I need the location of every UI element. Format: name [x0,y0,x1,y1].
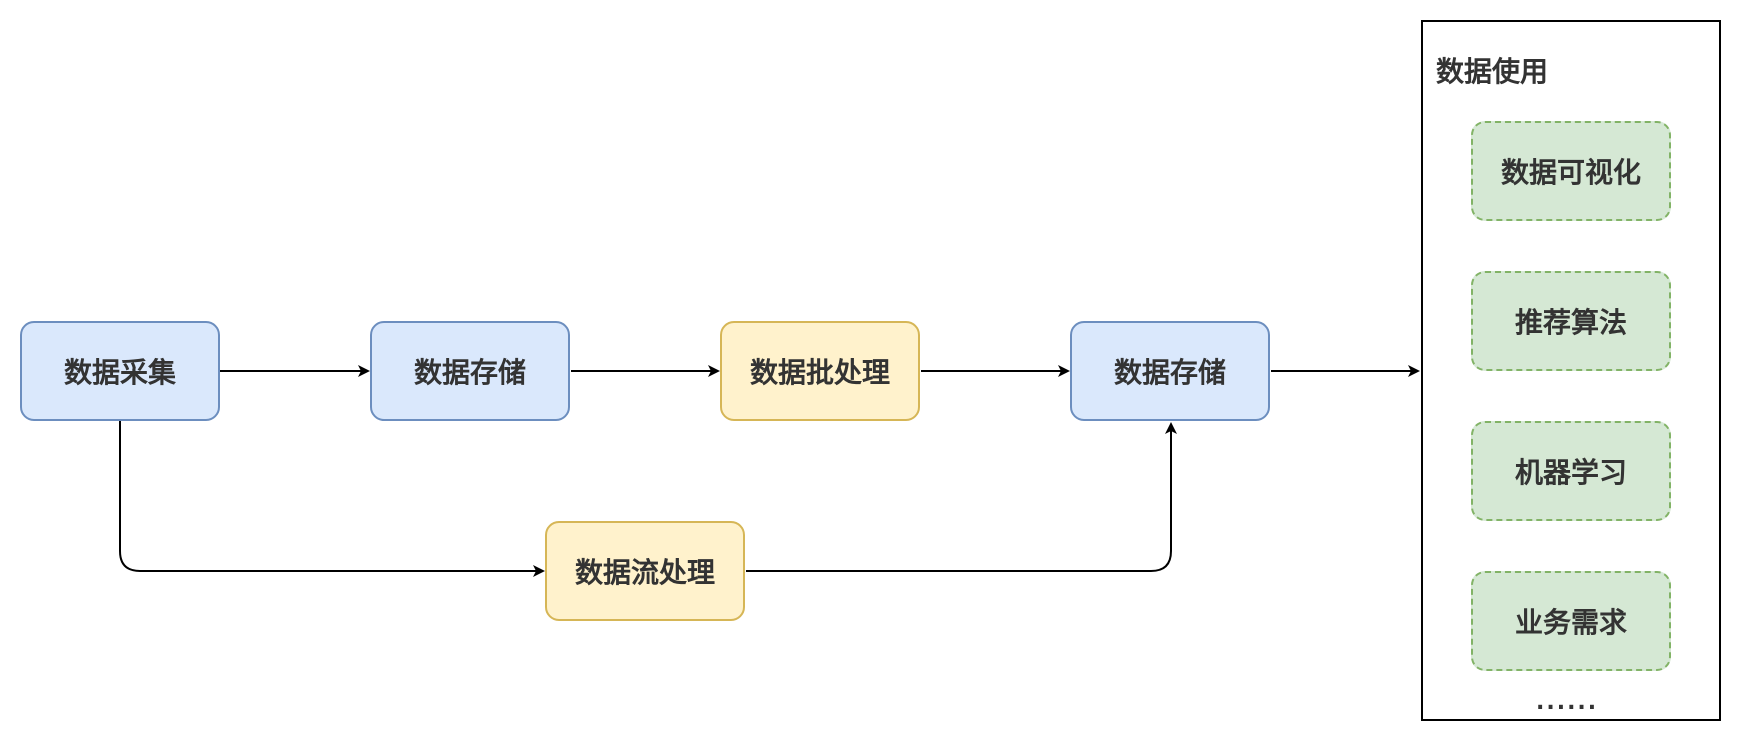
arrow-stream-to-storage [746,422,1177,572]
usage-item-label: 推荐算法 [1514,306,1627,339]
usage-item-machine-learning: 机器学习 [1471,421,1671,521]
node-batch-processing: 数据批处理 [720,321,920,421]
usage-item-business: 业务需求 [1471,571,1671,671]
node-stream-processing-label: 数据流处理 [574,556,715,589]
usage-item-visualization: 数据可视化 [1471,121,1671,221]
node-data-collection-label: 数据采集 [63,356,176,389]
arrow-collect-to-stream [119,421,545,577]
usage-item-recommendation: 推荐算法 [1471,271,1671,371]
data-usage-title: 数据使用 [1436,55,1549,88]
usage-item-label: 数据可视化 [1500,156,1641,189]
usage-more-ellipsis: ...... [1536,690,1599,715]
node-data-storage-1: 数据存储 [370,321,570,421]
node-data-collection: 数据采集 [20,321,220,421]
node-data-storage-2-label: 数据存储 [1113,356,1226,389]
node-batch-processing-label: 数据批处理 [749,356,890,389]
node-data-storage-2: 数据存储 [1070,321,1270,421]
usage-item-label: 机器学习 [1514,456,1627,489]
node-data-storage-1-label: 数据存储 [413,356,526,389]
usage-item-label: 业务需求 [1514,606,1627,639]
node-stream-processing: 数据流处理 [545,521,745,621]
